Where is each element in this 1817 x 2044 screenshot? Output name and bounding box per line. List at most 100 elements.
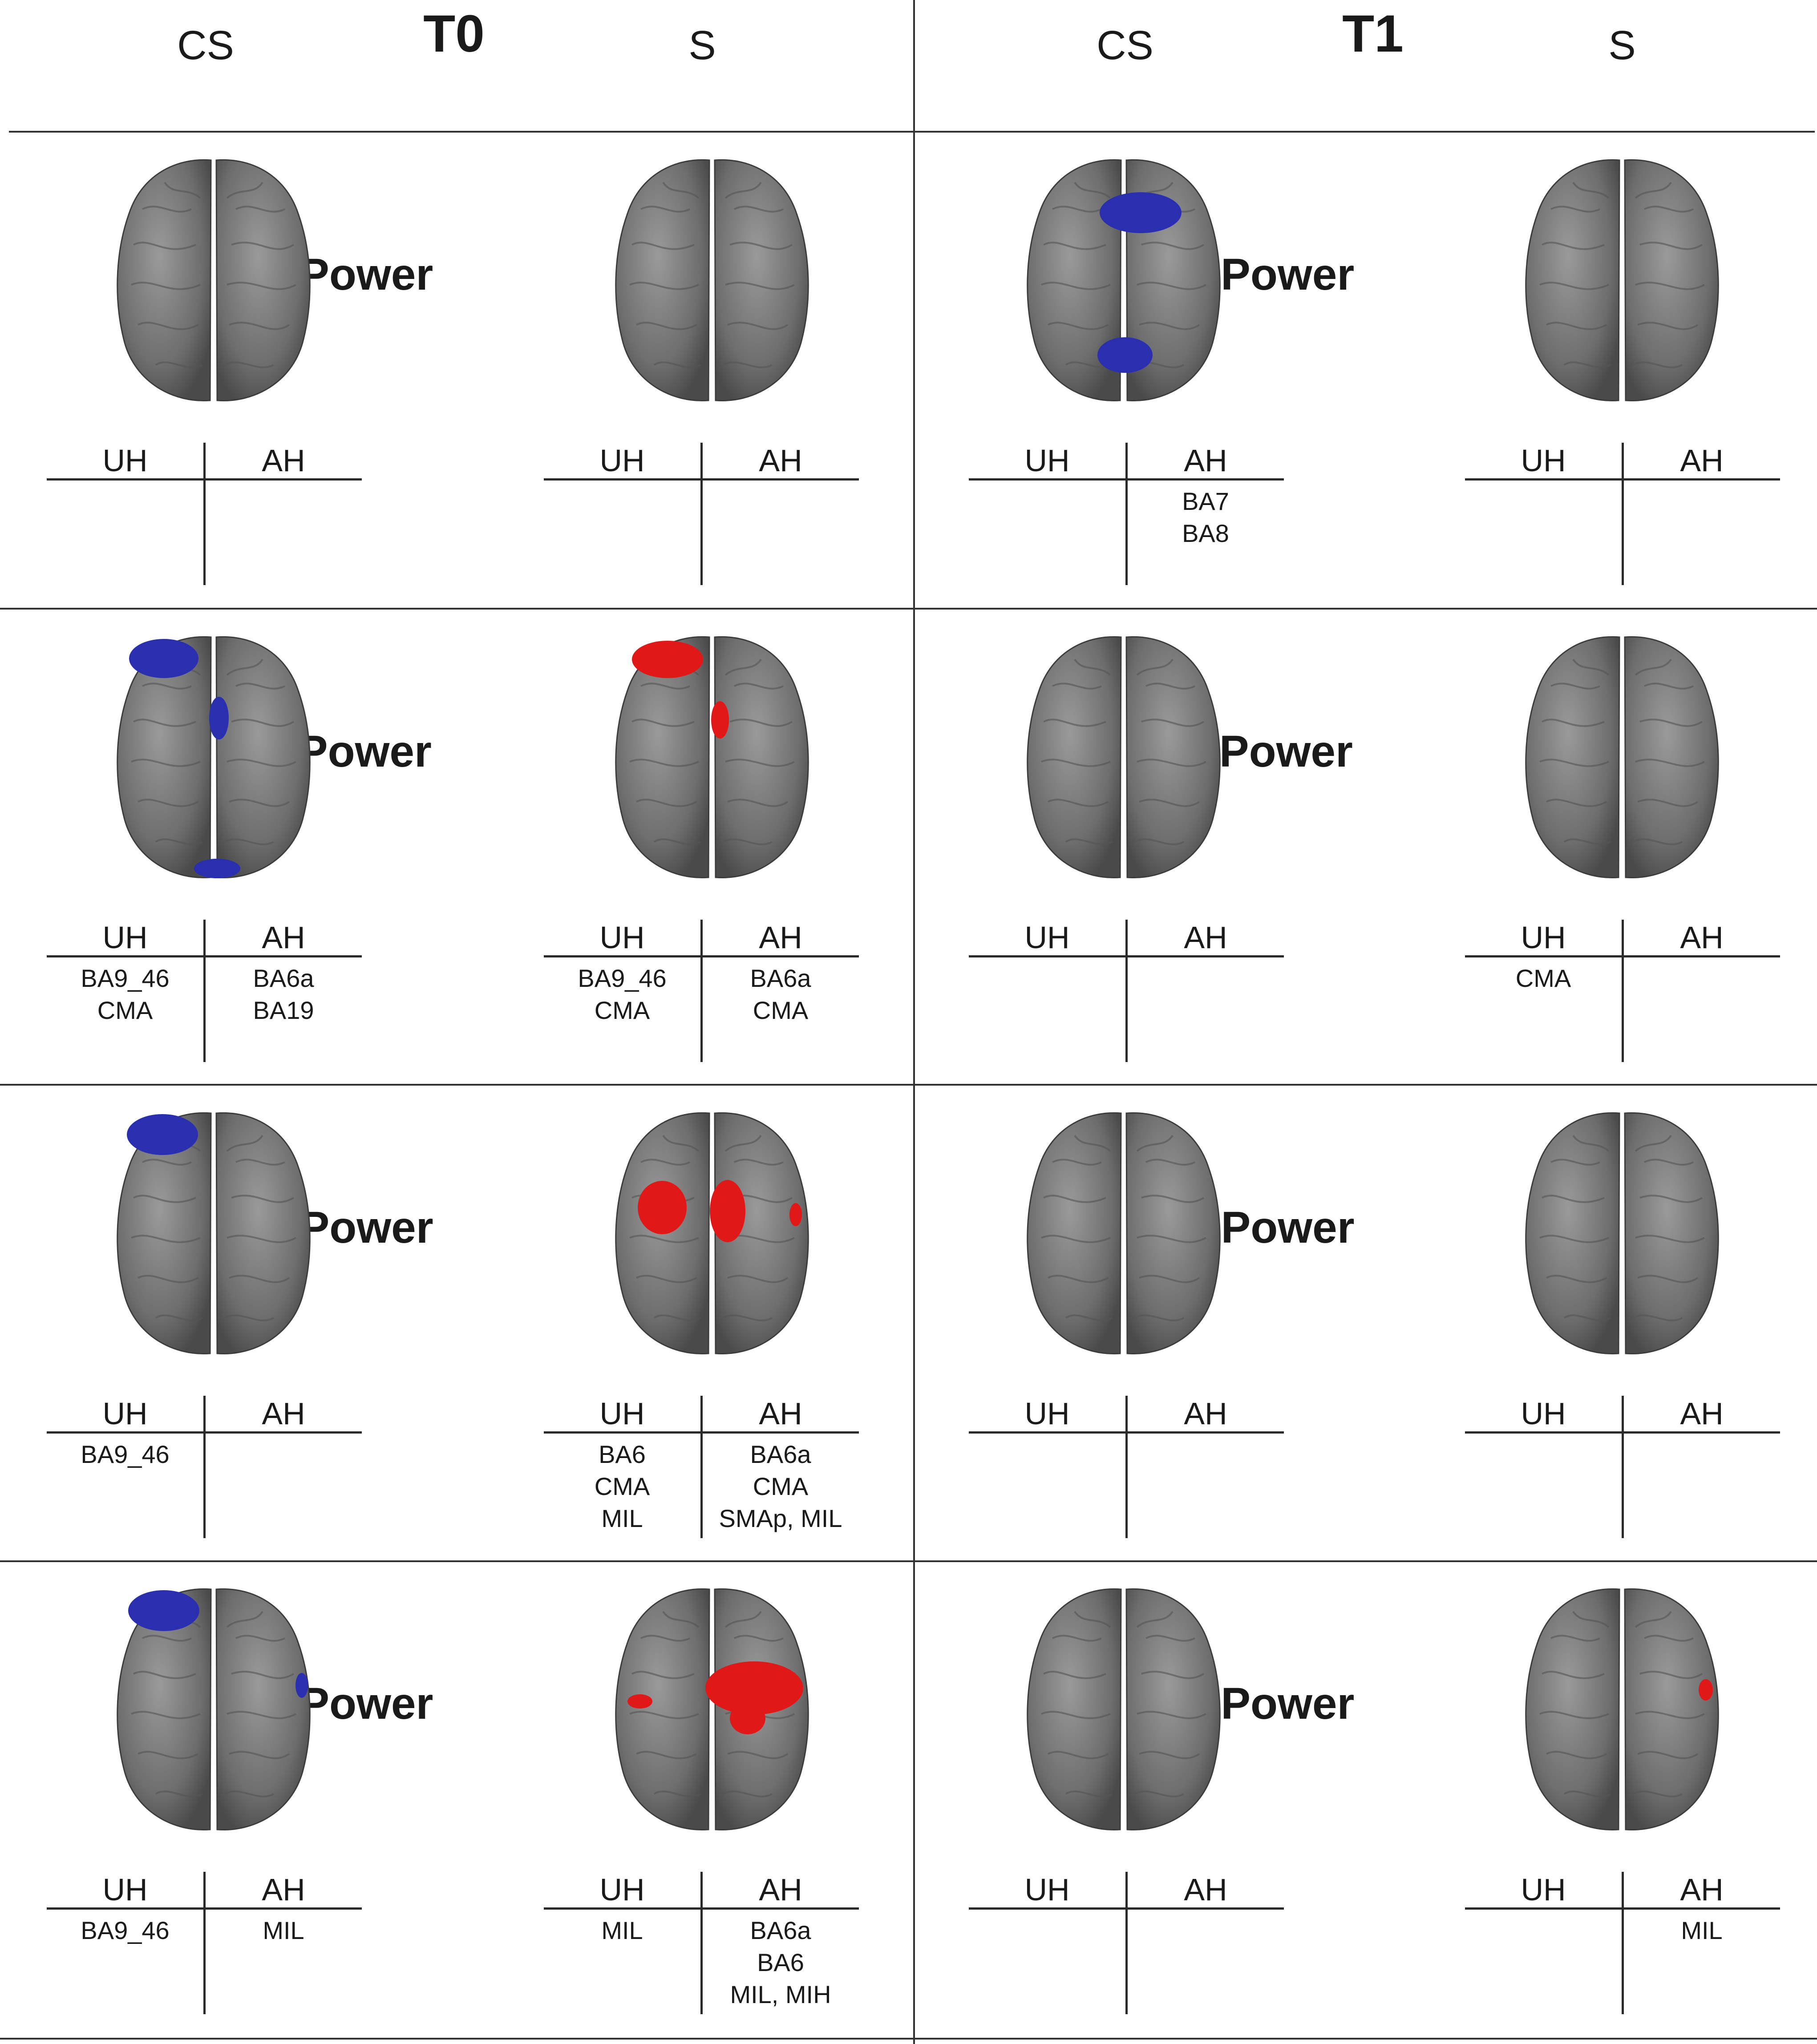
left-hemisphere	[1027, 1588, 1122, 1831]
brain-top-view	[1021, 633, 1226, 882]
ah-header: AH	[1680, 1396, 1724, 1431]
brain-top-view	[111, 156, 316, 405]
ah-regions: MIL	[1623, 1915, 1780, 1947]
region-label: MIL	[601, 1916, 643, 1944]
left-hemisphere	[615, 1588, 710, 1831]
gyri-texture	[1539, 658, 1705, 845]
left-hemisphere	[1027, 1112, 1122, 1355]
brain-icon	[1027, 1588, 1221, 1831]
brain-top-view	[1021, 156, 1226, 405]
region-label: BA6a	[750, 1440, 811, 1468]
center-divider	[913, 0, 915, 2044]
uh-header: UH	[1024, 1396, 1070, 1431]
left-hemisphere	[117, 159, 212, 402]
gyri-texture	[1041, 1135, 1206, 1321]
ah-header: AH	[262, 1396, 305, 1431]
uh-header: UH	[102, 1872, 148, 1907]
region-label: BA9_46	[81, 1916, 170, 1944]
brain-top-view	[610, 1109, 814, 1358]
right-hemisphere	[215, 1588, 311, 1831]
significant-region	[789, 1203, 802, 1226]
ah-header: AH	[759, 1872, 802, 1907]
region-label: BA9_46	[81, 1440, 170, 1468]
ah-header: AH	[759, 443, 802, 478]
right-hemisphere	[714, 159, 809, 402]
header-cs-t1: CS	[1097, 23, 1153, 68]
significant-region	[209, 697, 229, 739]
ah-header: AH	[1184, 1396, 1227, 1431]
right-hemisphere	[1624, 159, 1719, 402]
right-hemisphere	[1125, 1588, 1221, 1831]
brain-icon	[1525, 1112, 1719, 1355]
significant-region	[1100, 192, 1182, 233]
left-hemisphere	[1027, 159, 1122, 402]
brain-top-view	[1520, 156, 1724, 405]
significant-region	[129, 639, 198, 678]
uh-header: UH	[102, 920, 148, 955]
right-hemisphere	[714, 636, 809, 879]
region-label: MIL	[601, 1504, 643, 1532]
brain-icon	[615, 1588, 809, 1831]
uh-header: UH	[599, 920, 645, 955]
uh-header: UH	[1521, 1872, 1566, 1907]
region-label: CMA	[1515, 964, 1571, 992]
region-label: MIL	[1681, 1916, 1723, 1944]
brain-icon	[1027, 636, 1221, 879]
significant-region	[194, 859, 240, 878]
brain-top-view	[111, 1585, 316, 1834]
right-hemisphere	[1125, 636, 1221, 879]
ah-header: AH	[1680, 1872, 1724, 1907]
ah-header: AH	[262, 920, 305, 955]
brain-icon	[615, 159, 809, 402]
uh-header: UH	[599, 1396, 645, 1431]
uh-header: UH	[102, 443, 148, 478]
right-hemisphere	[1624, 636, 1719, 879]
brain-icon	[1525, 636, 1719, 879]
ah-header: AH	[1184, 443, 1227, 478]
significant-region	[705, 1661, 803, 1715]
brain-top-view	[610, 1585, 814, 1834]
ah-header: AH	[1680, 920, 1724, 955]
brain-icon	[117, 636, 311, 879]
right-hemisphere	[215, 159, 311, 402]
region-label: BA6a	[253, 964, 314, 992]
right-hemisphere	[1125, 1112, 1221, 1355]
brain-icon	[117, 1588, 311, 1831]
region-label: CMA	[753, 996, 809, 1024]
significant-region	[295, 1673, 308, 1698]
significant-region	[632, 641, 703, 678]
region-label: BA6a	[750, 964, 811, 992]
significant-region	[711, 701, 729, 739]
region-table: UH AH MIL	[1465, 1872, 1780, 2014]
region-label: CMA	[753, 1472, 809, 1500]
brain-top-view	[111, 633, 316, 882]
brain-top-view	[610, 156, 814, 405]
uh-header: UH	[1521, 1396, 1566, 1431]
uh-regions: BA9_46	[47, 1438, 203, 1470]
uh-header: UH	[1521, 920, 1566, 955]
significant-region	[627, 1694, 652, 1709]
uh-header: UH	[1024, 443, 1070, 478]
brain-icon	[1027, 1112, 1221, 1355]
gyri-texture	[1539, 1611, 1705, 1798]
region-label: BA6	[757, 1948, 804, 1976]
ah-header: AH	[759, 1396, 802, 1431]
brain-top-view	[1520, 633, 1724, 882]
significant-region	[730, 1702, 765, 1734]
brain-icon	[1027, 159, 1221, 402]
ah-header: AH	[262, 443, 305, 478]
left-hemisphere	[1525, 636, 1620, 879]
left-hemisphere	[615, 159, 710, 402]
ah-header: AH	[1680, 443, 1724, 478]
region-label: CMA	[594, 996, 650, 1024]
gyri-texture	[1041, 658, 1206, 845]
